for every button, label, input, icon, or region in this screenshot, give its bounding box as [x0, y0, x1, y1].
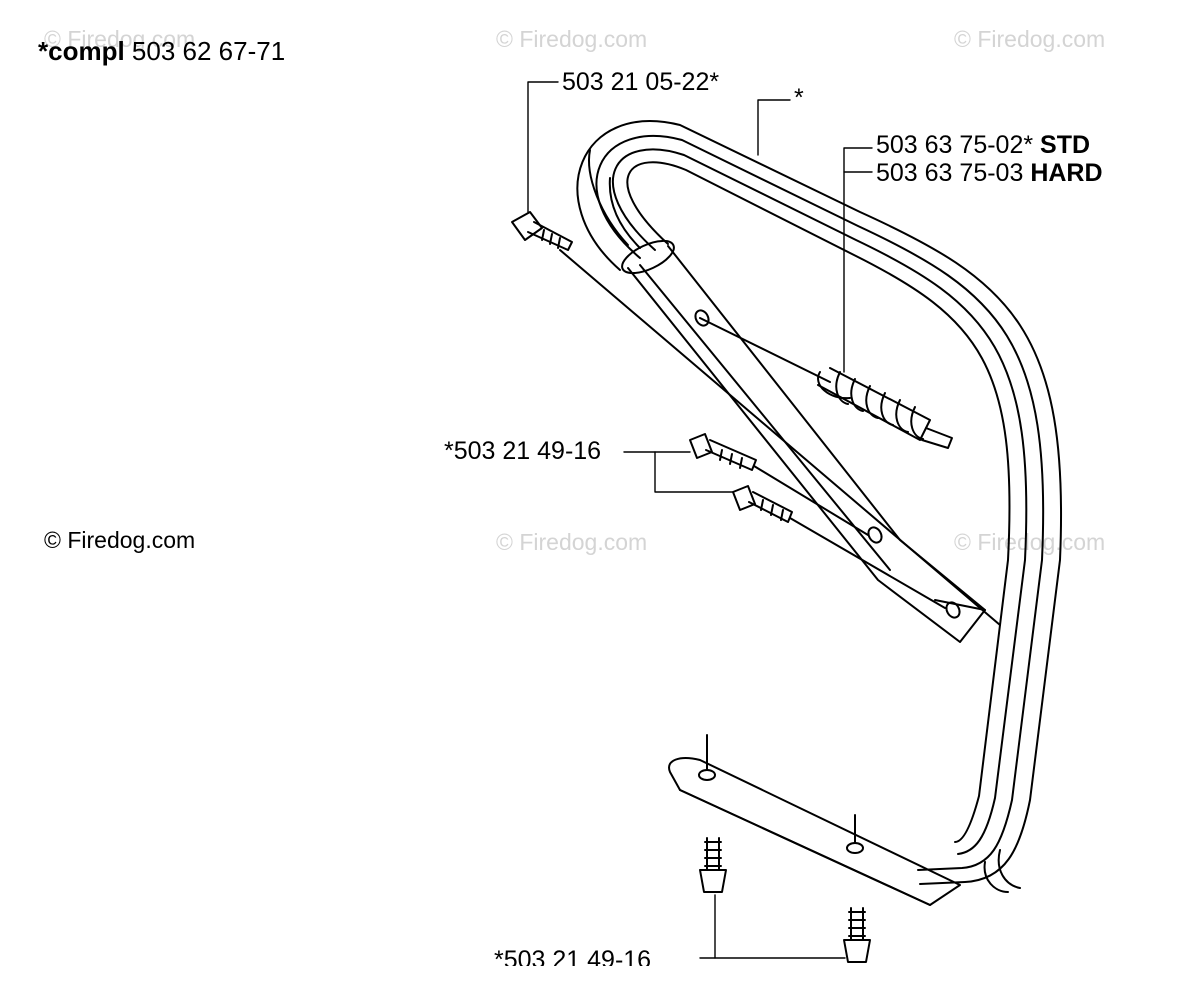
damper-hard-number: 503 63 75-03 [876, 159, 1024, 187]
compl-number: 503 62 67-71 [131, 36, 286, 66]
damper-std-number: 503 63 75-02* [876, 131, 1034, 159]
label-screws-bottom: *503 21 49-16 [494, 946, 652, 967]
damper-spring [699, 317, 953, 449]
label-screws-middle: *503 21 49-16 [444, 437, 602, 465]
bottom-bracket [668, 734, 961, 906]
screws-middle [689, 433, 946, 609]
compl-prefix: *compl [38, 36, 125, 66]
damper-hard-grade: HARD [1030, 159, 1103, 187]
label-screws-bottom-clip: *503 21 49-16 [480, 940, 700, 967]
screw-top [511, 211, 1001, 626]
label-damper-hard: 503 63 75-03 HARD [876, 161, 1103, 186]
watermark-mid-center: © Firedog.com [496, 529, 648, 555]
screws-bottom [699, 837, 871, 963]
compl-part-number: *compl 503 62 67-71 [38, 38, 285, 64]
label-asterisk: * [794, 84, 804, 112]
watermark-top-right: © Firedog.com [954, 26, 1106, 52]
label-screw-top: 503 21 05-22* [562, 68, 720, 96]
leader-lines [527, 81, 873, 959]
diagonal-strap [627, 245, 986, 643]
handle-tube [576, 120, 1062, 893]
damper-std-grade: STD [1040, 131, 1091, 159]
watermark-top-center: © Firedog.com [496, 26, 648, 52]
watermark-mid-left: © Firedog.com [44, 527, 196, 553]
watermark-mid-right: © Firedog.com [954, 529, 1106, 555]
label-damper-std: 503 63 75-02* STD [876, 133, 1090, 158]
watermark-top-left: © Firedog.com [44, 26, 196, 52]
